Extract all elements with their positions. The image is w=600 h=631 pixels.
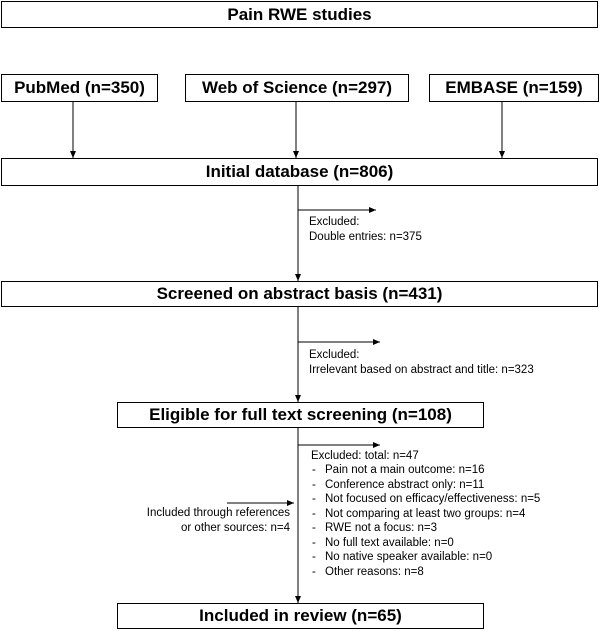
list-item: Not comparing at least two groups: n=4 [311, 507, 540, 522]
list-item: Conference abstract only: n=11 [311, 478, 540, 493]
included-through-line2: or other sources: n=4 [181, 521, 290, 534]
excluded-1-text: Double entries: n=375 [309, 230, 422, 243]
list-item: RWE not a focus: n=3 [311, 521, 540, 536]
excluded-3-reasons: Pain not a main outcome: n=16 Conference… [311, 463, 540, 579]
title-box: Pain RWE studies [1, 1, 598, 28]
excluded-3-title: Excluded: total: n=47 [311, 450, 419, 462]
screened-label: Screened on abstract basis (n=431) [156, 284, 443, 303]
pubmed-box: PubMed (n=350) [1, 74, 158, 102]
web-of-science-box: Web of Science (n=297) [185, 74, 409, 102]
list-item: No native speaker available: n=0 [311, 550, 540, 565]
list-item: Other reasons: n=8 [311, 565, 540, 580]
pubmed-label: PubMed (n=350) [14, 78, 145, 97]
list-item: Not focused on efficacy/effectiveness: n… [311, 492, 540, 507]
included-box: Included in review (n=65) [117, 603, 484, 629]
embase-box: EMBASE (n=159) [429, 74, 599, 102]
excluded-2-note: Excluded: Irrelevant based on abstract a… [309, 348, 534, 377]
excluded-2-title: Excluded: [309, 349, 360, 361]
included-label: Included in review (n=65) [199, 606, 402, 625]
embase-label: EMBASE (n=159) [445, 78, 583, 97]
eligible-box: Eligible for full text screening (n=108) [117, 402, 484, 428]
excluded-2-text: Irrelevant based on abstract and title: … [309, 363, 534, 376]
excluded-1-title: Excluded: [309, 216, 360, 228]
eligible-label: Eligible for full text screening (n=108) [149, 405, 452, 424]
included-through-line1: Included through references [146, 507, 290, 519]
initial-database-label: Initial database (n=806) [205, 162, 394, 181]
title-text: Pain RWE studies [227, 4, 372, 24]
excluded-1-note: Excluded: Double entries: n=375 [309, 215, 422, 244]
list-item: Pain not a main outcome: n=16 [311, 463, 540, 478]
web-of-science-label: Web of Science (n=297) [201, 78, 393, 97]
screened-box: Screened on abstract basis (n=431) [1, 281, 598, 307]
initial-database-box: Initial database (n=806) [1, 158, 598, 186]
list-item: No full text available: n=0 [311, 536, 540, 551]
included-through-note: Included through references or other sou… [147, 506, 290, 535]
